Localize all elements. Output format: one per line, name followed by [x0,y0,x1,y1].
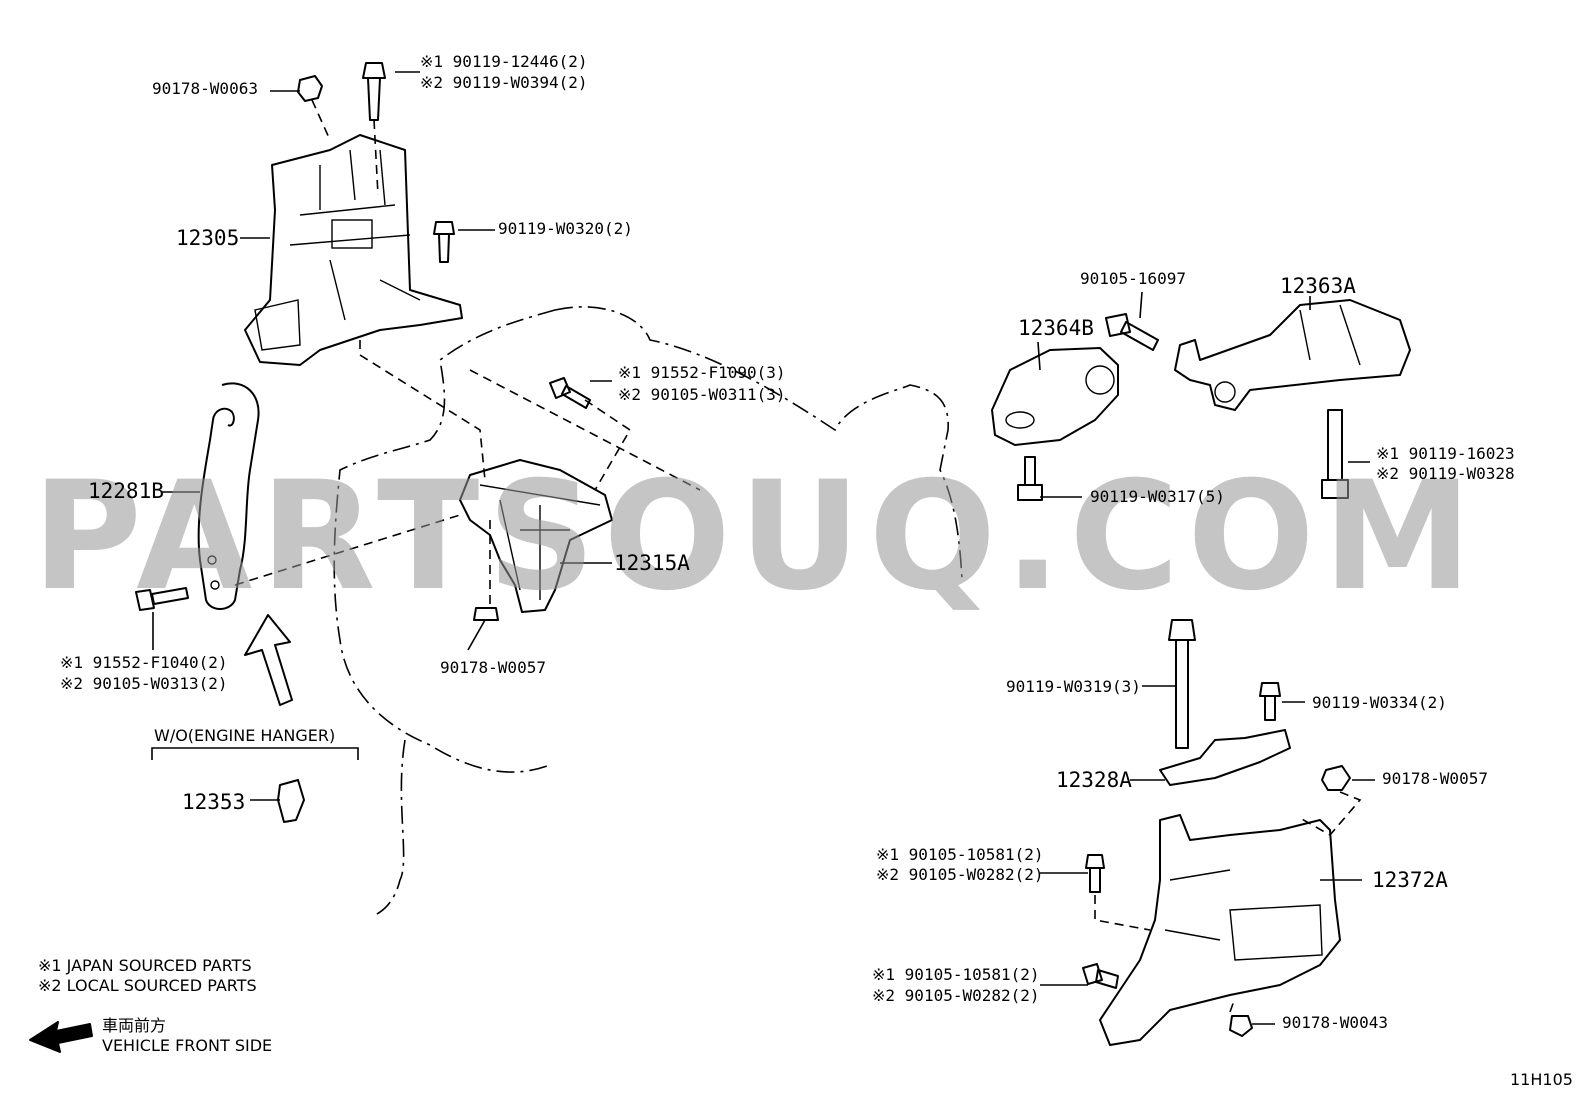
label-bolt-lr1-2: ※2 90105-W0282(2) [876,865,1044,884]
nut-90178-w0063 [297,75,323,102]
label-bolt-top-2: ※2 90119-W0394(2) [420,73,588,92]
legend-local-sourced: ※2 LOCAL SOURCED PARTS [38,976,257,995]
label-bolt-top-1: ※1 90119-12446(2) [420,52,588,71]
label-12328a: 12328A [1056,768,1132,792]
label-12305: 12305 [176,226,240,250]
label-12315a: 12315A [614,551,690,575]
label-12281b: 12281B [88,479,164,503]
clip-12353 [277,779,305,823]
bolt-90105-16097 [1105,313,1159,351]
label-90178-w0063: 90178-W0063 [152,79,258,98]
label-90178-w0057-b: 90178-W0057 [1382,769,1488,788]
engine-hanger-12281b [197,382,260,610]
bracket-12315a [459,459,613,613]
label-12363a: 12363A [1280,274,1356,298]
label-bolt-lr2-1: ※1 90105-10581(2) [872,965,1040,984]
mount-12372a [1099,814,1341,1046]
bolt-mid [549,377,591,409]
label-bolt-mid-2: ※2 90105-W0311(3) [618,385,786,404]
legend-front-en: VEHICLE FRONT SIDE [102,1036,273,1055]
direction-arrow [244,614,293,706]
plate-12328a [1159,729,1291,786]
label-90178-w0043: 90178-W0043 [1282,1013,1388,1032]
vehicle-front-arrow [29,1021,93,1053]
diagram-code: 11H105 [1510,1070,1573,1089]
label-90119-w0334: 90119-W0334(2) [1312,693,1447,712]
label-bolt-right-2: ※2 90119-W0328 [1376,464,1515,483]
label-90105-16097: 90105-16097 [1080,269,1186,288]
bolt-90119-w0320 [433,221,455,263]
label-bolt-mid-1: ※1 91552-F1090(3) [618,363,786,382]
label-bolt-left-1: ※1 91552-F1040(2) [60,653,228,672]
bolt-top [362,62,386,121]
legend-japan-sourced: ※1 JAPAN SOURCED PARTS [38,956,252,975]
bolt-lower-1 [1085,854,1105,893]
label-bolt-lr2-2: ※2 90105-W0282(2) [872,986,1040,1005]
watermark: PARTSOUQ.COM [32,450,1481,624]
engine-outline [333,306,963,916]
bolt-left [135,587,189,611]
engine-mount-12305 [244,134,463,366]
legend-front-jp: 車両前方 [102,1016,167,1035]
label-12372a: 12372A [1372,868,1448,892]
bolt-90119-w0317 [1017,456,1043,501]
label-bolt-lr1-1: ※1 90105-10581(2) [876,845,1044,864]
label-12364b: 12364B [1018,316,1094,340]
bolt-90119-w0334 [1259,682,1281,721]
nut-90178-w0043 [1229,1015,1253,1037]
bolt-lower-2 [1082,963,1119,989]
label-90119-w0317: 90119-W0317(5) [1090,487,1225,506]
label-bolt-right-1: ※1 90119-16023 [1376,444,1515,463]
nut-90178-w0057-b [1321,765,1351,791]
label-wo-engine-hanger: W/O(ENGINE HANGER) [154,726,336,745]
bolt-right-long [1321,409,1349,499]
bolt-90119-w0319 [1168,619,1196,749]
mount-12364b [991,347,1119,446]
label-90178-w0057-a: 90178-W0057 [440,658,546,677]
label-12353: 12353 [182,790,246,814]
rod-12363a [1174,299,1411,411]
nut-90178-w0057-a [473,607,499,621]
label-90119-w0320: 90119-W0320(2) [498,219,633,238]
label-90119-w0319: 90119-W0319(3) [1006,677,1141,696]
label-bolt-left-2: ※2 90105-W0313(2) [60,674,228,693]
